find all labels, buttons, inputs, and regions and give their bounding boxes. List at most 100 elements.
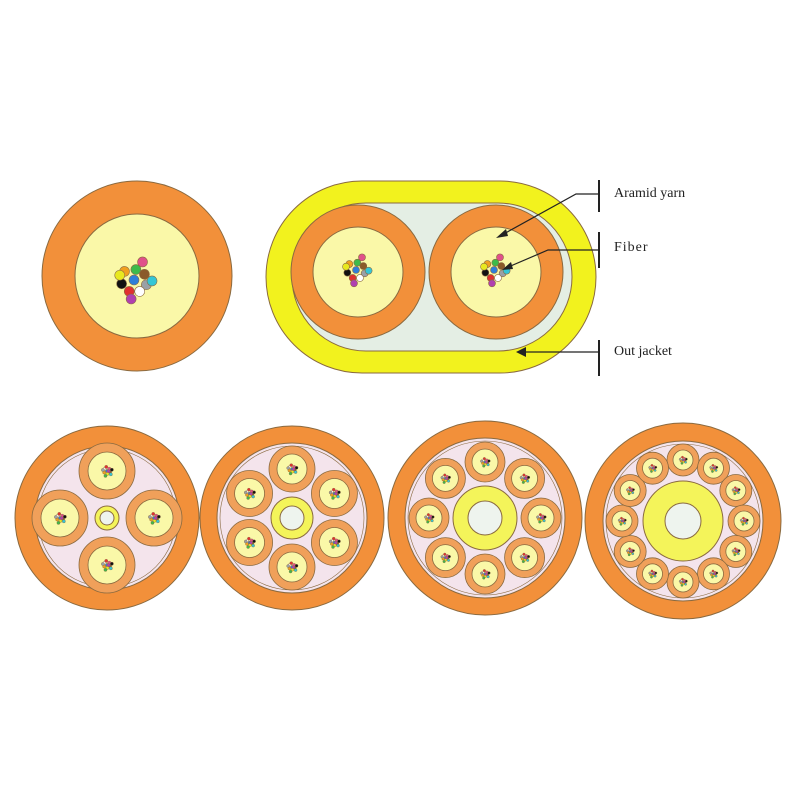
fiber-strand: [440, 555, 444, 559]
fiber-strand: [742, 516, 745, 520]
fiber-strand: [480, 571, 484, 575]
fiber-strand: [480, 262, 488, 271]
fiber-strand: [631, 491, 635, 495]
fiber-strand: [288, 569, 293, 574]
fiber-strand: [424, 515, 428, 519]
fiber-strand: [440, 476, 444, 480]
fiber-strand: [134, 286, 145, 297]
fiber-strand: [62, 519, 66, 524]
fiber-strand: [654, 465, 658, 469]
fiber-strand: [431, 515, 435, 519]
fiber-strand: [331, 545, 335, 549]
fiber-strand: [632, 488, 635, 491]
fiber-strand: [110, 467, 114, 472]
fiber-strand: [364, 266, 373, 275]
fiber-strand: [480, 459, 484, 463]
fiber-strand: [291, 467, 296, 471]
fiber-strand: [482, 569, 486, 573]
fiber-strand: [249, 541, 253, 545]
fiber-strand: [430, 519, 434, 523]
fiber-strand: [733, 553, 737, 557]
fiber-strand: [356, 274, 364, 282]
fiber-strand: [715, 571, 719, 575]
fiber-strand: [334, 492, 338, 496]
fiber-strand: [519, 555, 523, 559]
fiber-strand: [336, 494, 340, 499]
fiber-strand: [350, 279, 358, 288]
fiber-strand: [337, 539, 341, 543]
breakout-cable-12: [584, 422, 782, 620]
fiber-strand: [153, 516, 158, 521]
fiber-strand: [353, 258, 362, 267]
fiber-strand: [684, 460, 687, 464]
fiber-strand: [125, 293, 137, 305]
fiber-strand: [247, 536, 251, 541]
fiber-strand: [650, 575, 653, 579]
center-core: [664, 502, 702, 540]
fiber-strand: [737, 549, 741, 552]
fiber-strand: [291, 565, 296, 569]
fiber-strand: [735, 550, 739, 553]
fiber-strand: [104, 465, 109, 469]
fiber-strand: [682, 458, 686, 462]
fiber-strand: [331, 496, 335, 500]
fiber-strand: [731, 488, 735, 492]
fiber-strand: [445, 556, 449, 560]
arrow-head: [516, 347, 526, 357]
fiber-strand: [654, 571, 658, 575]
fiber-strand: [709, 571, 712, 575]
fiber-strand: [527, 475, 531, 479]
fiber-strand: [445, 477, 449, 481]
fiber-strand: [540, 516, 544, 520]
fiber-strand: [626, 488, 629, 492]
fiber-strand: [293, 568, 298, 572]
fiber-strand: [128, 274, 140, 286]
fiber-strand: [101, 468, 105, 472]
fiber-strand: [342, 262, 350, 271]
fiber-strand: [713, 467, 716, 470]
fiber-strand: [490, 266, 498, 274]
fiber-strand: [487, 459, 491, 463]
fiber-strand: [711, 464, 715, 467]
fiber-strand: [619, 523, 623, 526]
fiber-strand: [426, 520, 430, 524]
fiber-strand: [681, 577, 684, 581]
fiber-strand: [244, 490, 248, 495]
fiber-strand: [156, 519, 160, 524]
fiber-strand: [629, 489, 633, 492]
fiber-strand: [247, 487, 251, 492]
out-jacket-label: Out jacket: [614, 344, 672, 359]
fiber-strand: [739, 518, 743, 522]
fiber-strand: [251, 543, 255, 548]
fiber-strand: [628, 547, 631, 550]
fiber-strand: [650, 470, 653, 473]
fiber-strand: [521, 560, 525, 564]
arrow-head: [496, 229, 508, 238]
fiber-strand: [494, 274, 502, 282]
fiber-strand: [678, 457, 682, 461]
fiber-strand: [103, 474, 108, 478]
fiber-strand: [288, 471, 293, 476]
fiber-strand: [632, 549, 635, 552]
inner-ring: [407, 440, 563, 596]
fiber-strand: [486, 463, 490, 467]
breakout-cable-8: [387, 420, 583, 616]
fiber-strand: [157, 514, 161, 519]
fiber-leader: [505, 249, 599, 269]
fiber-strand: [334, 541, 338, 545]
fiber-strand: [737, 491, 740, 495]
fiber-strand: [294, 466, 299, 470]
leader-lines: [496, 180, 600, 376]
fiber-strand: [678, 579, 682, 583]
fiber-strand: [527, 555, 531, 559]
fiber-strand: [251, 494, 255, 499]
fiber-strand: [496, 253, 504, 262]
fiber-strand: [447, 475, 451, 479]
fiber-strand: [336, 543, 340, 548]
fiber-strand: [714, 574, 718, 578]
fiber-strand: [484, 460, 488, 464]
fiber-strand: [148, 515, 152, 519]
fiber-strand: [623, 521, 626, 525]
fiber-strand: [109, 472, 113, 477]
center-core: [279, 505, 305, 531]
